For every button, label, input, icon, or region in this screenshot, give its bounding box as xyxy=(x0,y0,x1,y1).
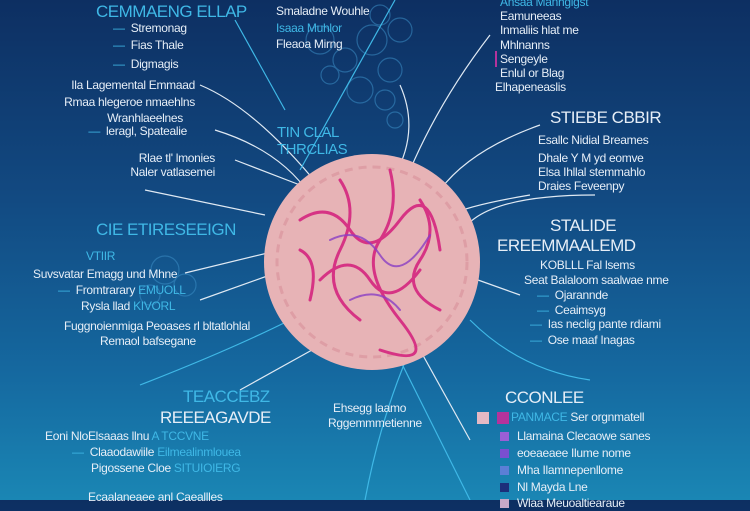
label-line: Sengeyle xyxy=(495,51,548,67)
label-line: Rmaa hlegeroe nmaehlns xyxy=(64,95,195,109)
center-label-line: TIN CLAL xyxy=(277,124,339,141)
legend-label: eoeaeaee Ilume nome xyxy=(517,446,631,460)
label-line: Rlae tl' lmonies xyxy=(138,151,216,165)
section-title-right-2: STALIDE xyxy=(550,216,617,235)
label-line: Enlul or Blag xyxy=(500,66,565,80)
legend-swatch xyxy=(500,449,509,459)
section-subtitle: VTIIR xyxy=(86,249,116,263)
section-subtitle: EREEMMAALEMD xyxy=(497,236,636,255)
label-blue: A TCCVNE xyxy=(151,429,209,443)
legend-swatch xyxy=(500,432,509,442)
legend-head-blue: PANMACE xyxy=(511,410,568,424)
label-text: Rysla llad xyxy=(81,299,131,313)
accent-lines xyxy=(139,0,591,500)
label-line: Mhlnanns xyxy=(500,38,550,52)
list-item: Stremonag xyxy=(113,20,187,36)
legend-label: Llamaina Clecaowe sanes xyxy=(517,429,651,443)
center-label-line: THRCLIAS xyxy=(277,141,348,158)
legend-swatch xyxy=(477,411,489,424)
label-line: Remaol bafsegane xyxy=(100,334,196,348)
label-line: Rggemmmetienne xyxy=(328,416,422,430)
label-line: leragl, Spatealie xyxy=(88,123,187,139)
label-blue: KIVORL xyxy=(133,299,176,313)
label-line: Ecaalaneaee anl Caeallles xyxy=(88,490,223,504)
label-line: Pigossene Cloe SITUIOIERG xyxy=(91,460,241,476)
label-blue: Eilmealinmlouea xyxy=(157,445,241,459)
label-text: Fromtrarary xyxy=(75,283,136,297)
label-line: Eamuneeas xyxy=(500,9,562,23)
label-line: Ojarannde xyxy=(537,287,609,303)
legend-header: PANMACE Ser orgnmatell xyxy=(477,409,645,425)
legend-swatch xyxy=(500,483,509,493)
vessel-network xyxy=(298,168,442,358)
label-line: Smaladne Wouhle xyxy=(276,4,370,18)
label-line: Inmaliis hlat me xyxy=(500,23,579,37)
legend-item: eoeaeaee Ilume nome xyxy=(500,445,631,461)
label-line: Wranhlaeelnes xyxy=(107,111,183,125)
label-line: Ceaimsyg xyxy=(537,302,606,318)
label-text: Eoni NloElsaaas llnu xyxy=(45,429,150,443)
label-text: Pigossene Cloe xyxy=(91,461,171,475)
label-line: Suvsvatar Emagg und Mhne xyxy=(33,267,178,281)
section-title-top-left: CEMMAENG ELLAP xyxy=(96,2,247,21)
legend-item: Nl Mayda Lne xyxy=(500,479,588,495)
label-line: Fromtrarary EMUOLL xyxy=(58,282,186,298)
legend-label: Mha Ilamnepenllome xyxy=(517,463,623,477)
label-line: Ila Lagemental Emmaad xyxy=(71,78,195,92)
legend-head-text: Ser orgnmatell xyxy=(570,410,645,424)
label-line: Claaodawiile Eilmealinmlouea xyxy=(72,444,241,460)
legend-label: Wlaa Meuoaltiearaue xyxy=(517,496,625,510)
label-line: Ansaa Manhglgst xyxy=(500,0,589,9)
legend-item: Wlaa Meuoaltiearaue xyxy=(500,495,625,511)
section-subtitle: REEEAGAVDE xyxy=(160,408,271,427)
label-blue: SITUIOIERG xyxy=(173,461,241,475)
label-line: Elsa Ihllal stemmahlo xyxy=(538,165,646,179)
label-line: Draies Feveenpy xyxy=(538,179,625,193)
label-line: Fleaoa Mirng xyxy=(276,37,343,51)
label-line: Ehsegg laamo xyxy=(333,401,407,415)
label-line: Esallc Nidial Breames xyxy=(538,133,649,147)
section-title-bottom-right: CCONLEE xyxy=(505,388,584,407)
legend-item: Llamaina Clecaowe sanes xyxy=(500,428,650,444)
label-blue: EMUOLL xyxy=(138,283,186,297)
section-title-right: STIEBE CBBIR xyxy=(550,108,662,127)
label-line: Eoni NloElsaaas llnu A TCCVNE xyxy=(45,428,209,444)
label-line: Elhapeneaslis xyxy=(495,80,566,94)
cell-body xyxy=(264,154,480,370)
label-line: KOBLLL Fal lsems xyxy=(540,258,635,272)
label-line: Seat Balaloom saalwae nme xyxy=(524,273,669,287)
legend-swatch xyxy=(500,466,509,476)
label-line: Ose maaf Inagas xyxy=(530,332,635,348)
legend-swatch xyxy=(500,499,509,509)
label-line: Dhale Y M yd eomve xyxy=(538,151,644,165)
legend-item: Mha Ilamnepenllome xyxy=(500,462,623,478)
legend-label: Nl Mayda Lne xyxy=(517,480,588,494)
list-item: Digmagis xyxy=(113,56,179,72)
label-line: Rysla llad KIVORL xyxy=(81,298,176,314)
legend-swatch xyxy=(497,411,509,424)
label-line: Fuggnoienmiga Peoases rl bltatlohlal xyxy=(64,319,250,333)
label-line: Isaaa Muhlor xyxy=(276,21,342,35)
section-title-bottom-left: TEACCEBZ xyxy=(183,387,270,406)
diagram-graphics xyxy=(139,0,596,500)
label-text: Claaodawiile xyxy=(89,445,155,459)
list-item: Fias Thale xyxy=(113,37,184,53)
label-line: Ias neclig pante rdiami xyxy=(530,316,661,332)
label-line: Naler vatlasemei xyxy=(130,165,215,179)
section-title-left: CIE ETIRESEEIGN xyxy=(96,220,236,239)
